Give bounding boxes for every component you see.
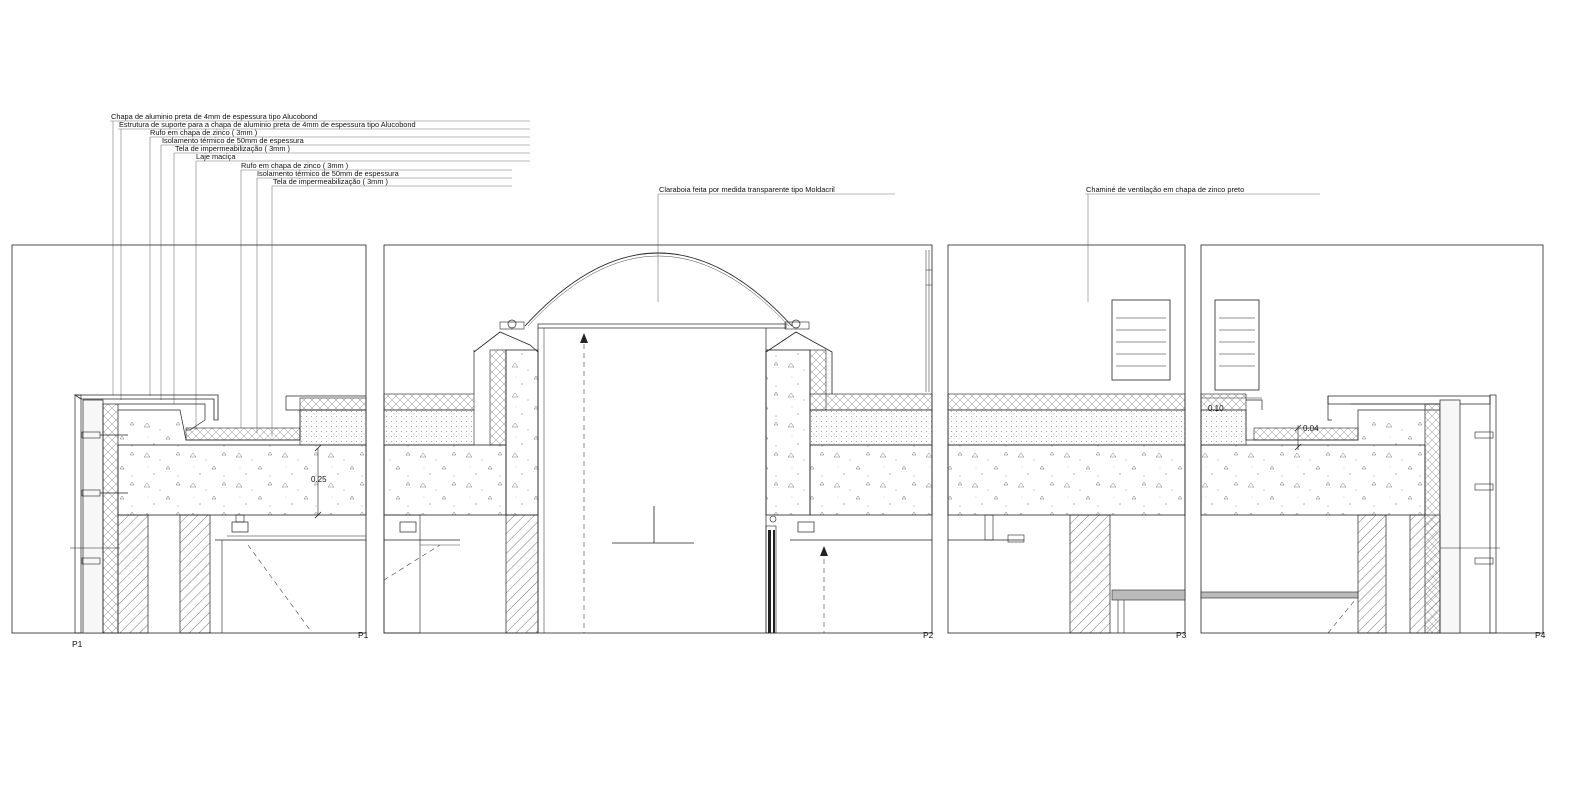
panel-label-p4: P4 (1535, 630, 1546, 640)
section-panel-1: 0.25 (11, 244, 367, 634)
annotation-line-9: Tela de impermeabilização ( 3mm ) (271, 177, 512, 437)
annotation-line-2: Estrutura de suporte para a chapa de alu… (118, 120, 530, 400)
annotation-line-7: Rufo em chapa de zinco ( 3mm ) (240, 161, 512, 428)
annotation-text-9: Tela de impermeabilização ( 3mm ) (273, 177, 388, 186)
panel-labels: P1 P1 P2 P3 P4 (72, 630, 1546, 649)
panel-label-p1-left: P1 (72, 639, 83, 649)
annotation-chimney-text: Chaminé de ventilação em chapa de zinco … (1086, 185, 1244, 194)
annotation-line-6: Laje maciça (195, 152, 530, 430)
annotation-skylight-text: Claraboia feita por medida transparente … (659, 185, 835, 194)
annotation-text-8: Isolamento térmico de 50mm de espessura (257, 169, 400, 178)
annotation-text-3: Rufo em chapa de zinco ( 3mm ) (150, 128, 257, 137)
annotations-left: Chapa de aluminio preta de 4mm de espess… (110, 112, 530, 437)
panel-label-p3: P3 (1176, 630, 1187, 640)
annotation-text-6: Laje maciça (196, 152, 236, 161)
annotation-chimney: Chaminé de ventilação em chapa de zinco … (1085, 185, 1320, 302)
panel-label-p1-right: P1 (358, 630, 369, 640)
section-panel-4: 0.10 0.04 (1200, 244, 1544, 634)
annotation-text-1: Chapa de aluminio preta de 4mm de espess… (111, 112, 317, 121)
annotation-text-4: Isolamento térmico de 50mm de espessura (162, 136, 305, 145)
annotation-line-1: Chapa de aluminio preta de 4mm de espess… (110, 112, 530, 395)
section-panel-2 (383, 244, 933, 634)
annotation-skylight: Claraboia feita por medida transparente … (657, 185, 895, 302)
panel-label-p2: P2 (923, 630, 934, 640)
annotation-text-5: Tela de impermeabilização ( 3mm ) (175, 144, 290, 153)
annotation-line-5: Tela de impermeabilização ( 3mm ) (173, 144, 530, 404)
section-panel-3 (947, 244, 1186, 634)
annotation-text-7: Rufo em chapa de zinco ( 3mm ) (241, 161, 348, 170)
annotation-line-3: Rufo em chapa de zinco ( 3mm ) (149, 128, 530, 396)
annotation-text-2: Estrutura de suporte para a chapa de alu… (119, 120, 416, 129)
annotation-line-8: Isolamento térmico de 50mm de espessura (256, 169, 512, 433)
annotation-line-4: Isolamento térmico de 50mm de espessura (160, 136, 530, 400)
dimension-gap-0.04: 0.04 (1303, 424, 1319, 433)
dimension-upstand-0.10: 0.10 (1208, 404, 1224, 413)
dimension-slab-0.25: 0.25 (311, 475, 327, 484)
